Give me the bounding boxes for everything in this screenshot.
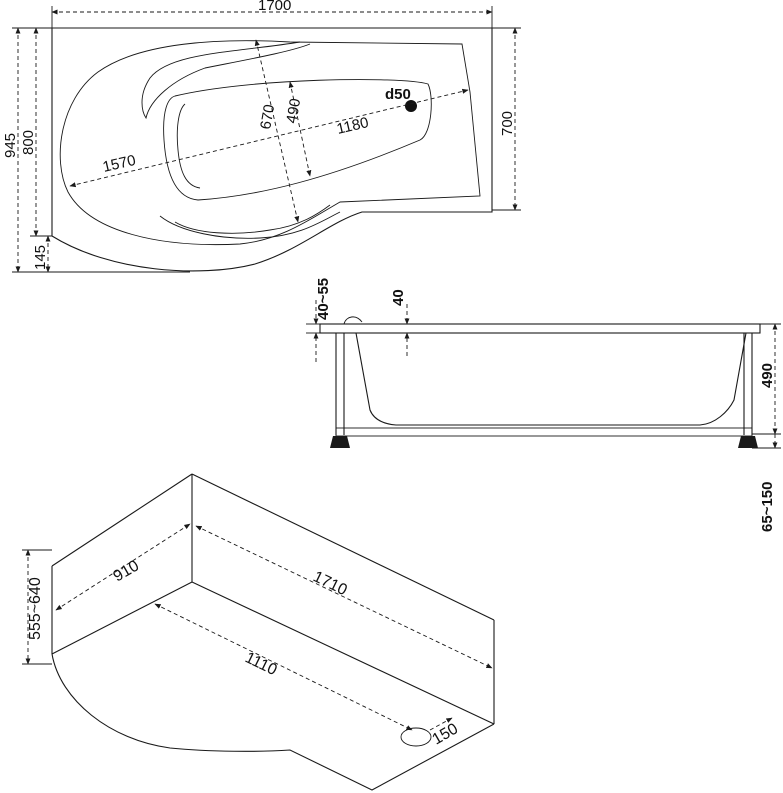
top-view-bottom-inner <box>176 103 201 189</box>
top-view-outline <box>51 27 493 272</box>
dim-legs: 65~150 <box>759 482 776 532</box>
iso-view-front <box>51 653 495 791</box>
dim-lip: 40 <box>390 289 407 306</box>
dim-depth: 490 <box>759 363 776 388</box>
iso-view: 555~640 910 1710 1110 150 <box>22 473 495 791</box>
side-view-foot-right <box>738 436 758 448</box>
dim-total-height: 945 <box>2 133 19 158</box>
dim-width: 1700 <box>258 0 291 14</box>
iso-view-drain <box>400 727 432 747</box>
top-view-front-curve-2 <box>174 204 331 234</box>
dim-rim: 40~55 <box>315 278 332 320</box>
side-view: 40~55 40 490 65~150 <box>306 278 781 532</box>
side-view-body <box>355 332 747 426</box>
dim-left-side: 910 <box>111 557 143 585</box>
dim-bottom-length: 1180 <box>335 114 370 138</box>
top-view-front-curve <box>159 211 341 239</box>
top-view-drain-label: d50 <box>385 86 411 103</box>
dim-front-offset: 145 <box>32 245 49 270</box>
top-view-rim <box>59 40 481 245</box>
dim-height: 555~640 <box>27 577 44 640</box>
dim-body-height: 800 <box>20 130 37 155</box>
side-view-foot-left <box>330 436 350 448</box>
dim-bottom-width: 490 <box>283 97 304 125</box>
dim-back-side: 1710 <box>310 568 350 599</box>
dim-inner-width: 670 <box>257 103 278 131</box>
dim-diagonal-length: 1570 <box>101 152 137 176</box>
top-view: d50 1700 945 800 145 700 1570 1180 670 <box>2 0 521 273</box>
top-view-backrest-curve <box>141 41 311 120</box>
dim-right-height: 700 <box>499 111 516 136</box>
dim-inner-length: 1110 <box>242 649 279 679</box>
side-view-rim <box>319 323 761 334</box>
